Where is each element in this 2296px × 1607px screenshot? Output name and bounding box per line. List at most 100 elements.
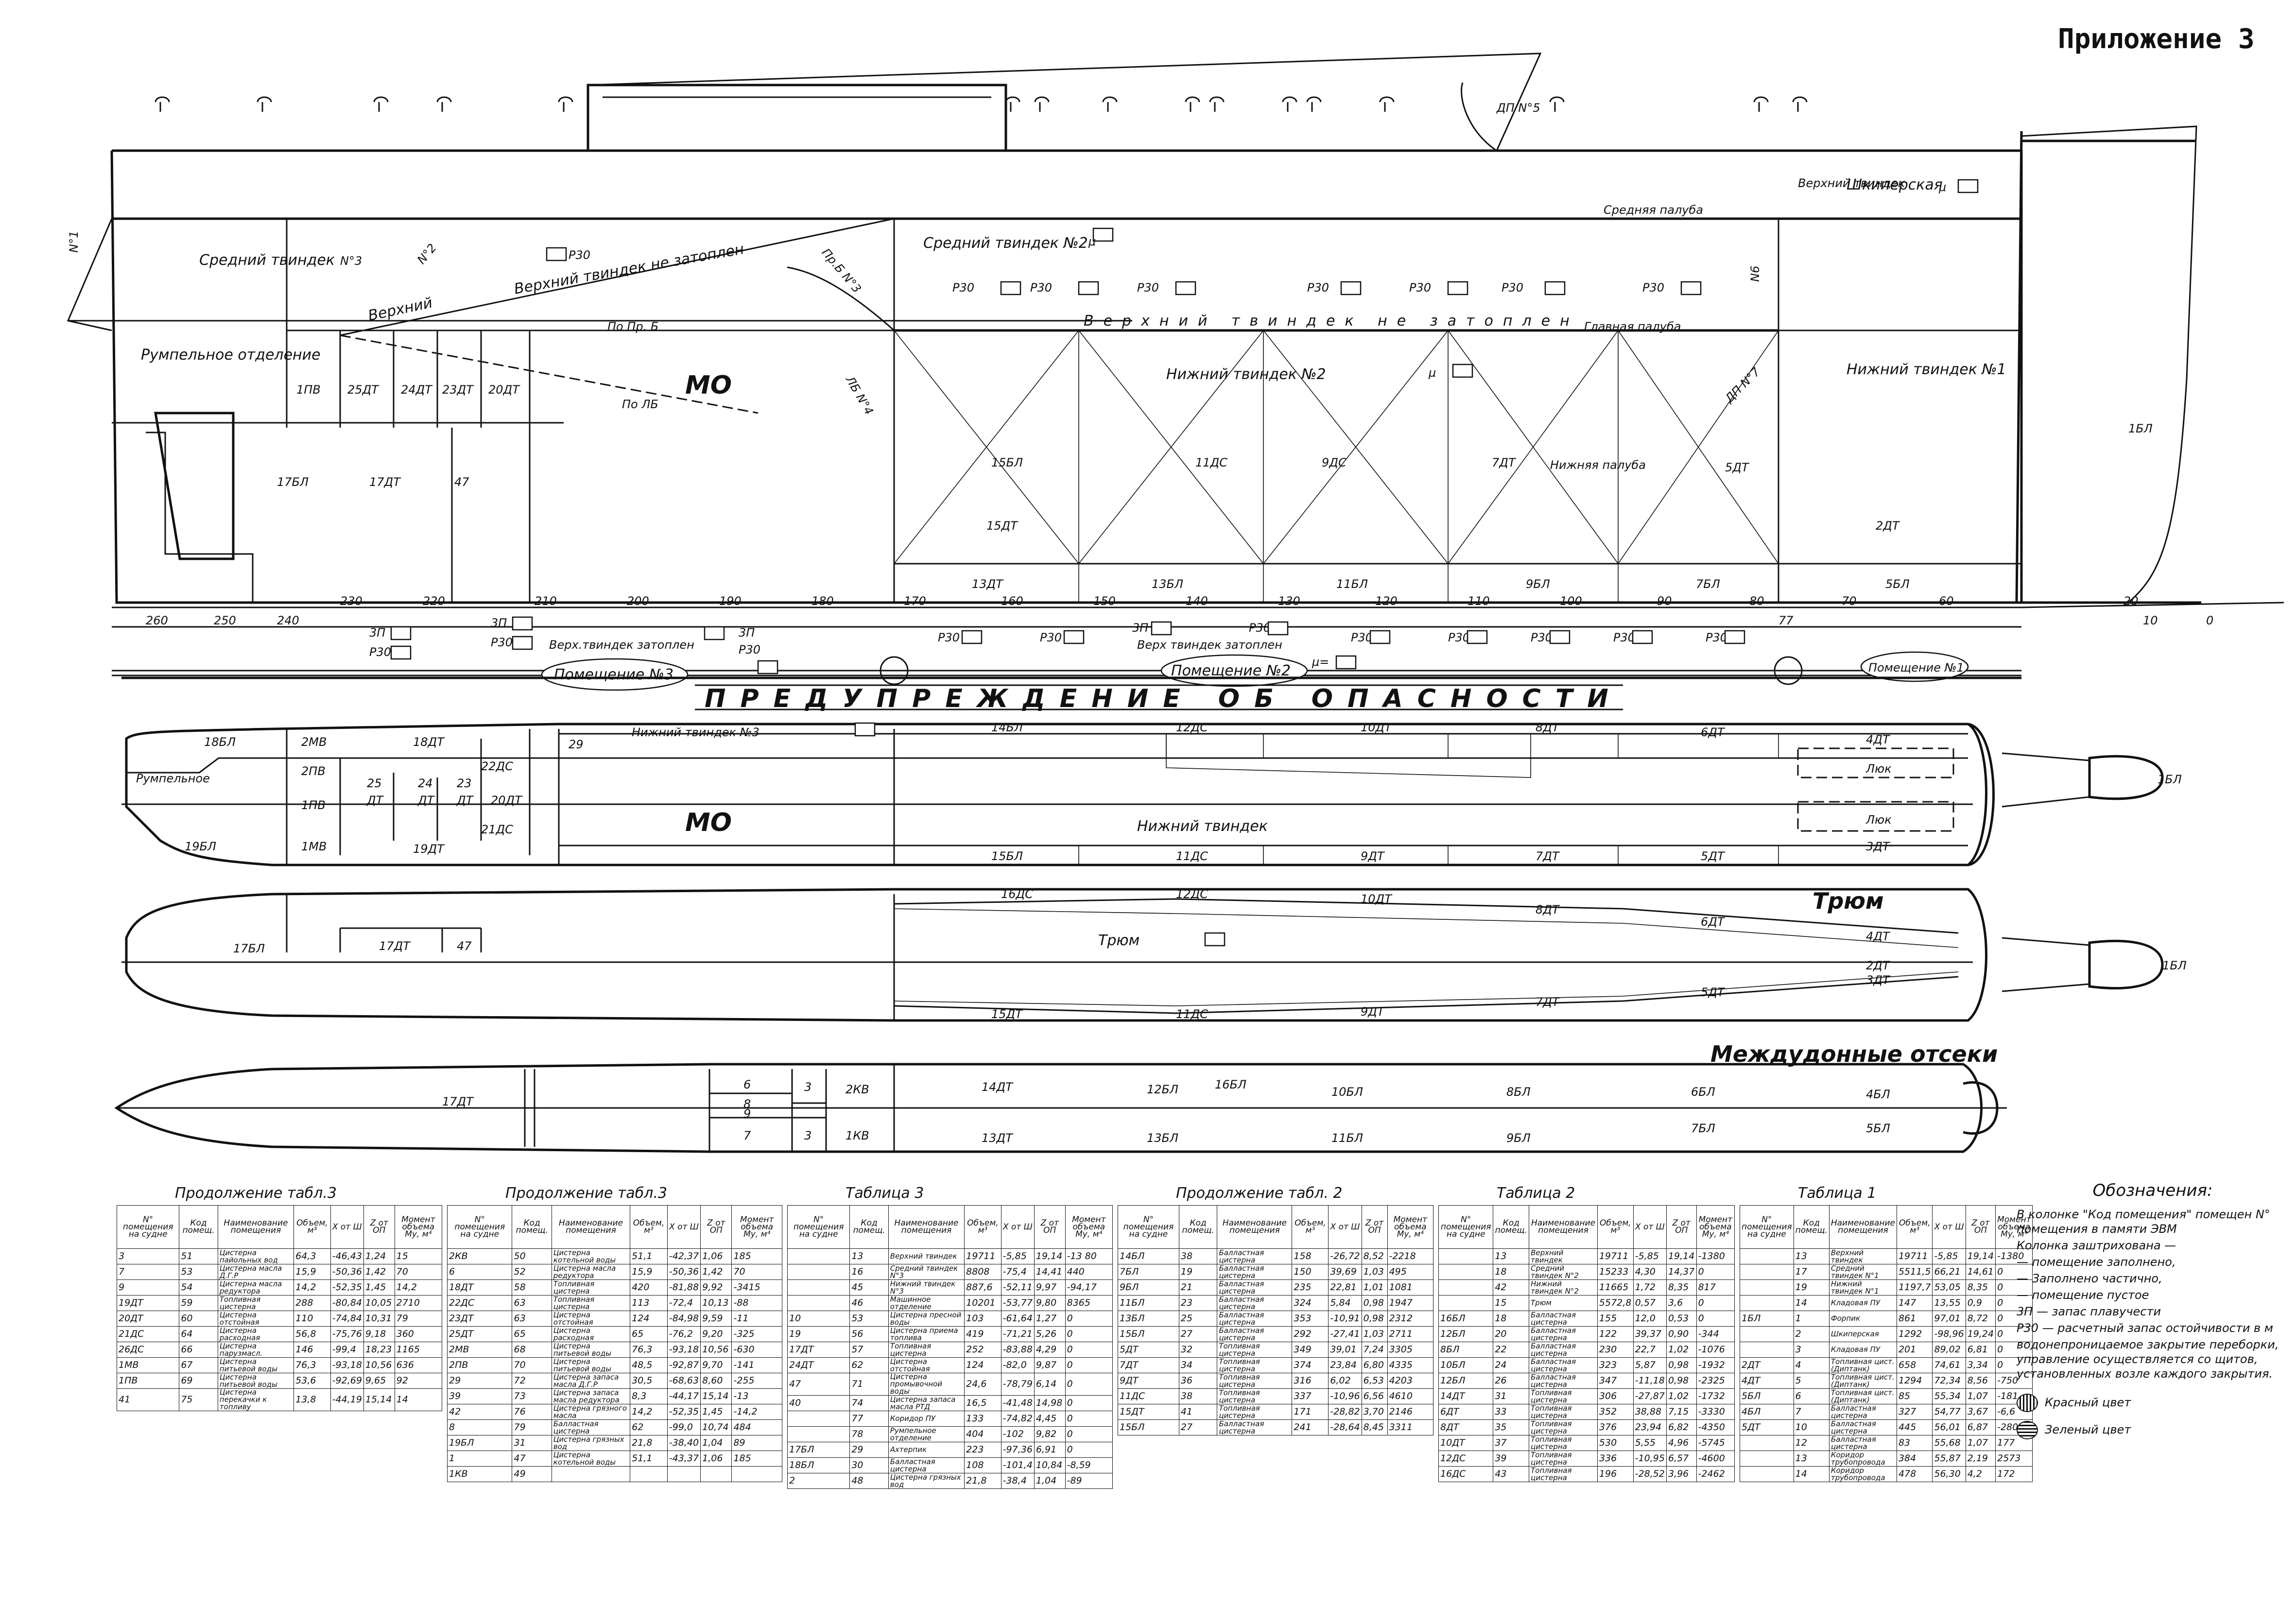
table-cell: Цистерна грязного масла: [551, 1404, 631, 1420]
table-cell: 3,96: [1666, 1466, 1697, 1482]
table-header: Код помещ.: [1178, 1205, 1218, 1249]
table-cell: Цистерна отстойная: [888, 1357, 965, 1373]
svg-text:Верх твиндек затоплен: Верх твиндек затоплен: [1137, 638, 1282, 652]
tank-label: 19ДТ: [413, 842, 445, 856]
table-cell: 1,01: [1361, 1279, 1388, 1296]
table-cell: 10: [1793, 1419, 1830, 1435]
table-cell: -43,37: [667, 1451, 701, 1467]
table-header: Момент объема Mу, м⁴: [1065, 1205, 1113, 1249]
table-cell: Топливная цист. (Диптанк): [1829, 1373, 1897, 1389]
svg-text:Р30: Р30: [1040, 631, 1062, 644]
table-caption: Продолжение табл. 2: [1176, 1185, 1343, 1202]
table-cell: 15,9: [630, 1264, 668, 1280]
table-cell: 69: [179, 1373, 218, 1389]
table-header: Z от ОП: [1666, 1205, 1697, 1249]
table-cell: 67: [179, 1357, 218, 1373]
table-cell: -2325: [1696, 1373, 1735, 1389]
table-cell: 252: [964, 1342, 1001, 1358]
plan-title: Трюм: [1813, 888, 1884, 914]
table-header: N° помещения на судне: [1118, 1205, 1179, 1249]
table-cell: -5,85: [1001, 1248, 1035, 1264]
table-cell: Цистерна масла редуктора: [551, 1264, 631, 1280]
table-header: Объем, м³: [1597, 1205, 1634, 1249]
tank-label: 14ДТ: [982, 1080, 1014, 1094]
table-cell: Балластная цистерна: [1217, 1326, 1293, 1342]
tank-label: 8ДТ: [1536, 903, 1560, 916]
table-cell: 9: [116, 1279, 180, 1296]
table-cell: 10,56: [700, 1342, 732, 1358]
table-caption: Таблица 1: [1798, 1185, 1877, 1202]
table-cell: 9,20: [700, 1326, 732, 1342]
legend-item: Р30 — расчетный запас остойчивости в м: [2017, 1321, 2273, 1335]
table-cell: 2710: [394, 1295, 443, 1311]
table-cell: -50,36: [667, 1264, 701, 1280]
svg-text:77: 77: [1778, 614, 1794, 627]
table-cell: Топливная цистерна: [1217, 1373, 1293, 1389]
table-cell: Форпик: [1829, 1311, 1897, 1327]
table-cell: 15БЛ: [1118, 1419, 1179, 1435]
table-header: Z от ОП: [1034, 1205, 1066, 1249]
table-cell: 3,34: [1965, 1357, 1996, 1373]
table-cell: 85: [1896, 1388, 1933, 1404]
table-cell: Топливная цист. (Диптанк): [1829, 1388, 1897, 1404]
table-cell: -4350: [1696, 1419, 1735, 1435]
table-cell: 9,65: [363, 1373, 395, 1389]
table-cell: 10,31: [363, 1311, 395, 1327]
table-header: Код помещ.: [849, 1205, 889, 1249]
table-cell: 1,42: [700, 1264, 732, 1280]
table-cell: 8,60: [700, 1373, 732, 1389]
table-cell: 658: [1896, 1357, 1933, 1373]
svg-text:60: 60: [1939, 594, 1954, 608]
table-cell: Шкиперская: [1829, 1326, 1897, 1342]
table-cell: Топливная цистерна: [551, 1279, 631, 1296]
table-cell: 1: [447, 1451, 513, 1467]
tank-label: 15БЛ: [991, 456, 1023, 469]
table-cell: 19БЛ: [447, 1435, 513, 1451]
table-cell: 39,69: [1328, 1264, 1362, 1280]
table-header: Z от ОП: [700, 1205, 732, 1249]
label-upper-tweendeck: Верхний твиндек: [1798, 176, 1905, 190]
table-cell: 27: [1178, 1326, 1218, 1342]
table-cell: 8: [447, 1419, 513, 1435]
table-caption: Продолжение табл.3: [505, 1185, 667, 1202]
table-cell: -27,87: [1633, 1388, 1667, 1404]
table-cell: Цистерна питьевой воды: [217, 1373, 294, 1389]
table-cell: 0: [1696, 1311, 1735, 1327]
svg-text:200: 200: [627, 594, 649, 608]
table-cell: 230: [1597, 1342, 1634, 1358]
table-cell: 45: [849, 1279, 889, 1296]
table-cell: -1076: [1696, 1342, 1735, 1358]
table-cell: 71: [849, 1373, 889, 1396]
table-cell: 530: [1597, 1435, 1634, 1451]
table-cell: 36: [1178, 1373, 1218, 1389]
table-cell: 0: [1065, 1326, 1113, 1342]
table-cell: 17: [1793, 1264, 1830, 1280]
table-cell: Средний твиндек N°3: [888, 1264, 965, 1280]
table-cell: 21: [1178, 1279, 1218, 1296]
table-cell: 19,14: [1666, 1248, 1697, 1264]
table-cell: 42: [1493, 1279, 1530, 1296]
table-cell: 108: [964, 1457, 1001, 1473]
table-cell: [1740, 1342, 1794, 1358]
table-header: X от Ш: [330, 1205, 364, 1249]
table-cell: 63: [512, 1295, 552, 1311]
tank-label: Румпельное: [136, 772, 210, 785]
table-cell: 41: [116, 1388, 180, 1411]
table-cell: Цистерна расходная: [217, 1326, 294, 1342]
table-cell: -28,64: [1328, 1419, 1362, 1435]
table-cell: 1МВ: [116, 1357, 180, 1373]
table-cell: Балластная цистерна: [1217, 1248, 1293, 1264]
table-cell: 14: [1793, 1295, 1830, 1311]
table-cell: -75,4: [1001, 1264, 1035, 1280]
legend-item: — помещение пустое: [2017, 1288, 2149, 1302]
tank-label: 16ДС: [1001, 887, 1033, 901]
